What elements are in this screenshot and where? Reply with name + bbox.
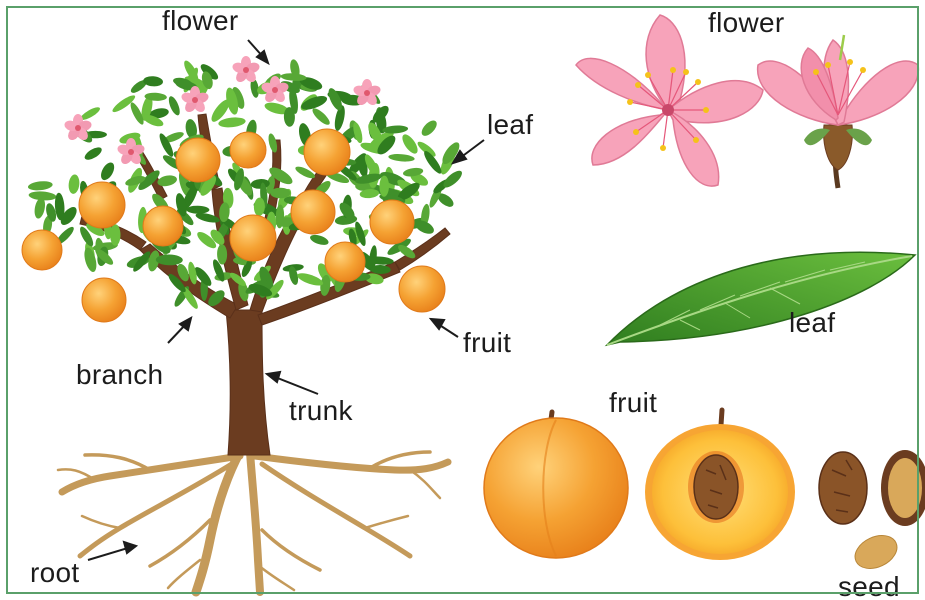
arrow-trunk [267, 372, 318, 394]
tree-fruit [230, 215, 276, 261]
canopy-leaf [270, 188, 290, 199]
canopy-leaf [399, 132, 420, 156]
label-part-fruit: fruit [609, 388, 657, 418]
tree-fruit [143, 206, 183, 246]
canopy-leaf [98, 160, 117, 182]
tree-fruit [399, 266, 445, 312]
whole-fruit [484, 412, 628, 558]
tree-fruit [230, 132, 266, 168]
tree-fruit [291, 190, 335, 234]
label-tree-flower: flower [162, 6, 239, 36]
canopy-leaf [143, 76, 163, 87]
arrow-branch [168, 318, 191, 343]
roots [58, 452, 448, 592]
tree-fruit [22, 230, 62, 270]
cut-fruit [645, 410, 795, 560]
tree-fruit [304, 129, 350, 175]
canopy-leaf [83, 145, 104, 162]
side-flower [758, 35, 919, 188]
label-tree-root: root [30, 558, 79, 588]
label-tree-leaf: leaf [487, 110, 533, 140]
label-part-seed: seed [838, 572, 900, 600]
arrow-flower [248, 40, 268, 63]
tree-fruit [82, 278, 126, 322]
canopy-leaf [167, 95, 182, 117]
arrow-fruit [431, 319, 458, 337]
label-part-flower: flower [708, 8, 785, 38]
label-part-leaf: leaf [789, 308, 835, 338]
label-tree-fruit: fruit [463, 328, 511, 358]
canopy-leaf [388, 153, 415, 162]
canopy-leaf [186, 205, 209, 213]
canopy-leaf [419, 118, 439, 139]
seeds [819, 450, 925, 575]
label-tree-branch: branch [76, 360, 163, 390]
tree-fruit [325, 242, 365, 282]
open-flower [576, 15, 763, 186]
tree-fruit [79, 182, 125, 228]
canopy-leaf [110, 224, 120, 246]
canopy-leaf [68, 174, 81, 194]
label-tree-trunk: trunk [289, 396, 353, 426]
tree-fruit [370, 200, 414, 244]
canopy-leaf [310, 106, 332, 127]
single-leaf [607, 252, 915, 345]
canopy-leaf [309, 233, 330, 247]
canopy-leaf [218, 116, 246, 128]
canopy-leaf [28, 180, 54, 191]
tree-fruit [176, 138, 220, 182]
